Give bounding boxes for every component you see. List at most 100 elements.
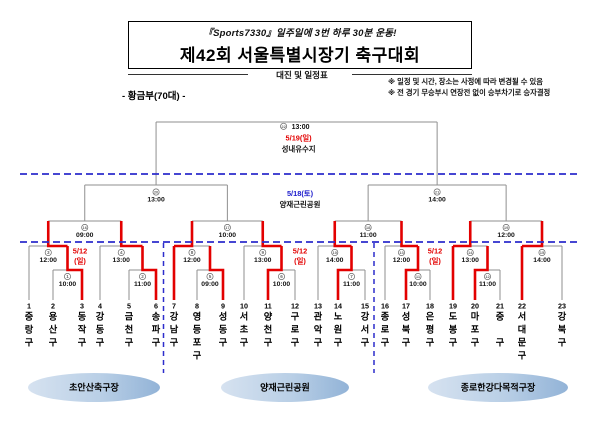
match-time: 11:00 [479, 281, 496, 288]
match-label-circle [484, 273, 491, 280]
match-time: 13:00 [254, 257, 272, 264]
team-name: 대 [518, 324, 526, 335]
match-time: 09:00 [76, 232, 94, 239]
team-name: 산 [49, 324, 58, 335]
team-name: 용 [49, 312, 58, 322]
team-name: 파 [152, 324, 161, 335]
team-name: 구 [518, 351, 527, 361]
match-label-number: 2 [141, 274, 144, 279]
team-name: 구 [471, 338, 480, 348]
match-label-circle [64, 273, 71, 280]
team-name: 구 [291, 312, 300, 322]
winner-path [119, 221, 143, 248]
team-name: 포 [193, 338, 202, 348]
team-number: 23 [558, 302, 566, 311]
match-time: 13:00 [147, 197, 165, 204]
team-name: 동 [78, 312, 87, 322]
team-name: 북 [402, 325, 411, 335]
team-name: 봉 [449, 325, 458, 335]
team-name: 송 [152, 311, 161, 322]
team-name: 구 [240, 338, 249, 348]
match-label-number: 14 [468, 250, 473, 255]
match-time: 12:00 [393, 257, 411, 264]
team-number: 6 [154, 302, 158, 311]
team-number: 8 [195, 302, 199, 311]
match-label-circle [364, 224, 372, 231]
match-time: 11:00 [343, 281, 360, 288]
team-name: 로 [381, 325, 390, 335]
final-date: 5/19(일) [286, 134, 313, 143]
team-number: 7 [172, 302, 176, 311]
team-name: 관 [314, 311, 323, 322]
winner-path [46, 221, 68, 248]
team-name: 노 [334, 312, 343, 322]
match-label-circle [538, 249, 546, 256]
match-time: 10:00 [59, 281, 77, 288]
winner-path [208, 246, 225, 300]
team-name: 천 [125, 325, 133, 335]
winner-path [333, 221, 352, 248]
team-number: 12 [291, 302, 299, 311]
match-label-circle [398, 249, 405, 256]
winner-path [404, 246, 420, 300]
team-name: 동 [96, 325, 105, 335]
team-name: 구 [219, 338, 228, 348]
match-time: 10:00 [273, 281, 291, 288]
team-name: 마 [471, 311, 480, 322]
match-time: 14:00 [326, 257, 344, 264]
team-name: 구 [558, 338, 567, 348]
match-time: 14:00 [428, 197, 446, 204]
team-name: 동 [219, 325, 228, 335]
team-name: 강 [170, 311, 179, 322]
team-name: 천 [264, 325, 272, 335]
page-title: 제42회 서울특별시장기 축구대회 [179, 45, 421, 65]
team-name: 영 [193, 311, 201, 322]
match-label-number: 21 [435, 190, 440, 195]
note-line-2: ※ 전 경기 무승부시 연장전 없이 승부차기로 승자결정 [388, 87, 551, 97]
winner-path [453, 221, 472, 248]
subtitle-rule-right [352, 74, 472, 75]
team-number: 19 [449, 302, 457, 311]
team-name: 구 [314, 338, 323, 348]
match-label-circle [348, 273, 355, 280]
match-time: 11:00 [360, 232, 377, 239]
team-name: 구 [381, 338, 390, 348]
team-number: 22 [518, 302, 526, 311]
team-name: 포 [471, 325, 480, 335]
venue-ellipse [428, 373, 568, 402]
team-name: 등 [193, 325, 202, 335]
venue-label: 초안산축구장 [69, 382, 119, 393]
team-name: 초 [240, 325, 249, 335]
venue-ellipse [28, 373, 160, 402]
slogan-text: 『Sports7330』일주일에 3번 하루 30분 운동! [203, 27, 397, 39]
venue-label: 종로한강다목적구장 [461, 382, 536, 393]
team-name: 랑 [25, 324, 34, 335]
team-name: 구 [125, 338, 134, 348]
final-label-circle [280, 122, 288, 130]
team-number: 4 [98, 302, 102, 311]
match-label-circle [44, 249, 52, 256]
team-number: 18 [426, 302, 434, 311]
winner-path [522, 221, 544, 248]
team-name: 구 [25, 338, 34, 348]
team-number: 9 [221, 302, 225, 311]
team-name: 구 [264, 338, 273, 348]
match-label-number: 16 [83, 225, 88, 230]
team-name: 문 [518, 338, 527, 348]
round1-date: (일) [74, 257, 86, 266]
team-number: 5 [127, 302, 131, 311]
team-name: 구 [291, 338, 300, 348]
match-time: 10:00 [219, 232, 237, 239]
match-label-circle [466, 249, 474, 256]
team-name: 은 [426, 312, 435, 322]
match-time: 12:00 [183, 257, 201, 264]
team-name: 작 [78, 324, 87, 335]
team-name: 서 [518, 311, 526, 322]
match-label-number: 19 [504, 225, 509, 230]
team-number: 17 [402, 302, 410, 311]
note-line-1: ※ 일정 및 시간, 장소는 사정에 따라 변경될 수 있음 [388, 77, 543, 86]
team-number: 11 [264, 302, 272, 311]
match-label-number: 1 [66, 274, 69, 279]
